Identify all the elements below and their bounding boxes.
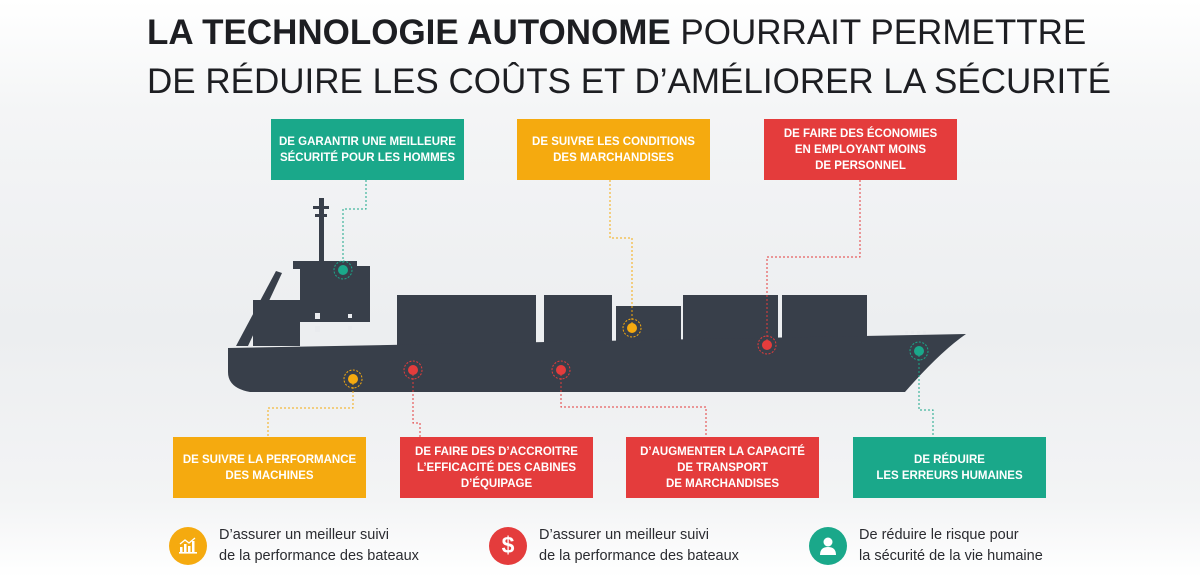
callout-line: DE TRANSPORT <box>677 461 768 474</box>
container-stack <box>397 295 536 348</box>
feature-text: D’assurer un meilleur suivi <box>539 526 710 543</box>
connector-line <box>342 180 367 270</box>
title-bold: LA TECHNOLOGIE AUTONOME <box>147 13 671 52</box>
feature-text: la sécurité de la vie humaine <box>859 547 1043 564</box>
page-title: LA TECHNOLOGIE AUTONOME POURRAIT PERMETT… <box>147 8 1111 106</box>
ship-window <box>911 331 914 334</box>
ship <box>228 198 966 392</box>
marker-green <box>909 341 929 361</box>
callout-top-2: DE SUIVRE LES CONDITIONS DES MARCHANDISE… <box>517 119 710 180</box>
marker-red <box>403 360 423 380</box>
ship-bridge <box>300 266 370 322</box>
marker-red <box>757 335 777 355</box>
ship-window <box>348 326 352 330</box>
title-line2: DE RÉDUIRE LES COÛTS ET D’AMÉLIORER LA S… <box>147 62 1112 101</box>
feature-1: D’assurer un meilleur suivi de la perfor… <box>169 513 419 578</box>
callout-bottom-3: D’AUGMENTER LA CAPACITÉ DE TRANSPORT DE … <box>626 437 819 498</box>
title-rest: POURRAIT PERMETTRE <box>670 13 1087 52</box>
connector-line <box>267 379 354 437</box>
ship-bridge-top <box>293 261 357 269</box>
callout-line: EN EMPLOYANT MOINS <box>794 143 927 156</box>
connector-line <box>918 351 934 437</box>
connectors <box>267 180 934 437</box>
callout-line: DE SUIVRE LA PERFORMANCE <box>182 453 357 466</box>
ship-window <box>315 313 320 319</box>
feature-3: De réduire le risque pour la sécurité de… <box>809 513 1043 578</box>
connector-line <box>609 180 633 328</box>
connector-line <box>412 370 421 437</box>
callout-bottom-4: DE RÉDUIRE LES ERREURS HUMAINES <box>853 437 1046 498</box>
connector-line <box>560 370 707 437</box>
ship-window <box>315 326 320 332</box>
callout-line: DE GARANTIR UNE MEILLEURE <box>279 135 456 148</box>
marker-green <box>333 260 353 280</box>
ship-mast-arm <box>313 206 329 209</box>
callout-bottom-1: DE SUIVRE LA PERFORMANCE DES MACHINES <box>173 437 366 498</box>
callout-bottom-2: DE FAIRE DES D’ACCROITRE L’EFFICACITÉ DE… <box>400 437 593 498</box>
callout-line: DE PERSONNEL <box>815 159 906 172</box>
footer: D’assurer un meilleur suivi de la perfor… <box>0 513 1200 578</box>
container-stack <box>544 295 612 348</box>
callout-line: DE FAIRE DES D’ACCROITRE <box>415 445 578 458</box>
callout-line: D’AUGMENTER LA CAPACITÉ <box>640 445 805 458</box>
dollar-icon: $ <box>489 526 527 565</box>
feature-text: de la performance des bateaux <box>219 547 419 564</box>
marker-orange <box>343 369 363 389</box>
ship-mast <box>319 198 324 270</box>
callout-line: DES MACHINES <box>225 469 314 482</box>
markers <box>333 260 929 389</box>
ship-window <box>923 331 926 334</box>
callout-line: DES MARCHANDISES <box>553 151 674 164</box>
ship-window <box>917 331 920 334</box>
chart-icon <box>169 526 207 565</box>
callout-line: DE RÉDUIRE <box>914 453 985 466</box>
callout-top-1: DE GARANTIR UNE MEILLEURE SÉCURITÉ POUR … <box>271 119 464 180</box>
ship-mast-arm <box>315 214 327 217</box>
ship-hull <box>228 334 966 392</box>
person-icon <box>809 526 847 565</box>
connector-line <box>766 180 861 345</box>
marker-orange <box>622 318 642 338</box>
callout-line: DE MARCHANDISES <box>665 477 780 490</box>
feature-2: $ D’assurer un meilleur suivi de la perf… <box>489 513 739 578</box>
callout-line: L’EFFICACITÉ DES CABINES <box>416 461 577 474</box>
ship-crane-base <box>253 300 300 346</box>
callout-line: LES ERREURS HUMAINES <box>876 469 1023 482</box>
ship-window <box>348 314 352 318</box>
callout-top-3: DE FAIRE DES ÉCONOMIES EN EMPLOYANT MOIN… <box>764 119 957 180</box>
feature-text: D’assurer un meilleur suivi <box>219 526 390 543</box>
feature-text: de la performance des bateaux <box>539 547 739 564</box>
callout-line: DE FAIRE DES ÉCONOMIES <box>783 127 938 140</box>
callout-line: D’ÉQUIPAGE <box>460 477 533 490</box>
callout-line: SÉCURITÉ POUR LES HOMMES <box>279 151 456 164</box>
ship-window <box>905 331 908 334</box>
callout-line: DE SUIVRE LES CONDITIONS <box>532 135 695 148</box>
marker-red <box>551 360 571 380</box>
feature-text: De réduire le risque pour <box>859 526 1019 543</box>
